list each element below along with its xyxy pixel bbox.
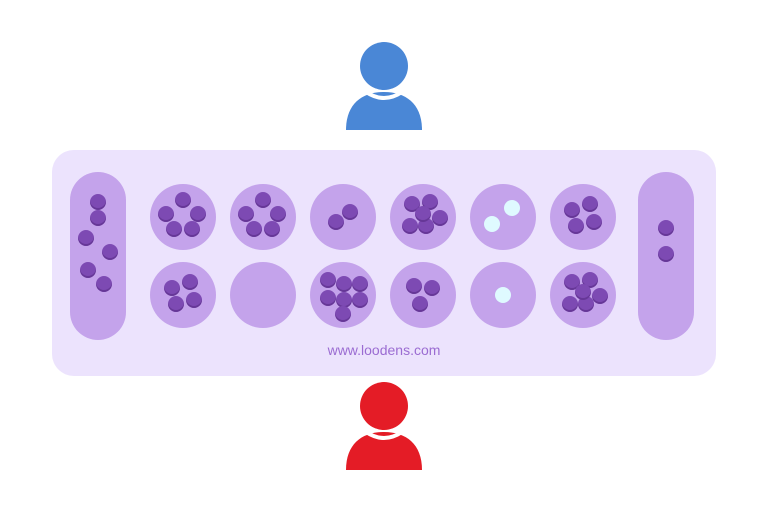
bottom-pit-2[interactable] bbox=[230, 262, 296, 328]
pit-seed bbox=[336, 276, 352, 292]
pit-light-seed bbox=[504, 200, 520, 216]
pit-seed bbox=[406, 278, 422, 294]
left-store-seed bbox=[90, 210, 106, 226]
right-store[interactable] bbox=[638, 172, 694, 340]
pit-seed bbox=[335, 306, 351, 322]
bottom-pit-5[interactable] bbox=[470, 262, 536, 328]
pit-seed bbox=[412, 296, 428, 312]
pit-seed bbox=[352, 292, 368, 308]
bottom-player-head bbox=[360, 382, 408, 430]
top-pit-6[interactable] bbox=[550, 184, 616, 250]
site-watermark: www.loodens.com bbox=[327, 342, 441, 358]
pit-seed bbox=[328, 214, 344, 230]
pit-light-seed bbox=[484, 216, 500, 232]
top-player-head bbox=[360, 42, 408, 90]
pit-seed bbox=[190, 206, 206, 222]
pit-seed bbox=[564, 202, 580, 218]
pit-seed bbox=[158, 206, 174, 222]
pit-seed bbox=[415, 206, 431, 222]
pit-seed bbox=[270, 206, 286, 222]
top-pit-1[interactable] bbox=[150, 184, 216, 250]
pit-seed bbox=[255, 192, 271, 208]
right-store-seed bbox=[658, 246, 674, 262]
left-store-seed bbox=[90, 194, 106, 210]
pit-seed bbox=[175, 192, 191, 208]
top-player-body bbox=[346, 92, 422, 130]
bottom-pit-3[interactable] bbox=[310, 262, 376, 328]
left-store-seed bbox=[96, 276, 112, 292]
bottom-player-collar bbox=[364, 430, 404, 440]
pit-seed bbox=[424, 280, 440, 296]
pit-seed bbox=[264, 221, 280, 237]
pit-seed bbox=[182, 274, 198, 290]
bottom-pit-1[interactable] bbox=[150, 262, 216, 328]
bottom-player-avatar bbox=[346, 382, 422, 470]
top-pit-4[interactable] bbox=[390, 184, 456, 250]
pit-seed bbox=[562, 296, 578, 312]
bottom-player-body bbox=[346, 432, 422, 470]
left-store-seed bbox=[102, 244, 118, 260]
top-player-avatar bbox=[346, 42, 422, 130]
left-store-seed bbox=[78, 230, 94, 246]
pit-seed bbox=[320, 272, 336, 288]
pit-seed bbox=[418, 218, 434, 234]
pit-seed bbox=[238, 206, 254, 222]
pit-seed bbox=[352, 276, 368, 292]
pit-seed bbox=[432, 210, 448, 226]
right-store-seed bbox=[658, 220, 674, 236]
bottom-pit-6[interactable] bbox=[550, 262, 616, 328]
pit-seed bbox=[592, 288, 608, 304]
pit-seed bbox=[184, 221, 200, 237]
pit-seed bbox=[320, 290, 336, 306]
top-pit-3[interactable] bbox=[310, 184, 376, 250]
left-store[interactable] bbox=[70, 172, 126, 340]
pit-seed bbox=[575, 284, 591, 300]
top-player-collar bbox=[364, 90, 404, 100]
pit-seed bbox=[342, 204, 358, 220]
mancala-board: www.loodens.com bbox=[52, 150, 716, 376]
pit-seed bbox=[186, 292, 202, 308]
left-store-seed bbox=[80, 262, 96, 278]
pit-seed bbox=[402, 218, 418, 234]
top-pit-2[interactable] bbox=[230, 184, 296, 250]
pit-seed bbox=[168, 296, 184, 312]
pit-seed bbox=[578, 296, 594, 312]
top-pit-5[interactable] bbox=[470, 184, 536, 250]
pit-seed bbox=[166, 221, 182, 237]
pit-seed bbox=[586, 214, 602, 230]
pit-seed bbox=[568, 218, 584, 234]
pit-light-seed bbox=[495, 287, 511, 303]
pit-seed bbox=[336, 292, 352, 308]
bottom-pit-4[interactable] bbox=[390, 262, 456, 328]
pit-seed bbox=[246, 221, 262, 237]
pit-seed bbox=[582, 196, 598, 212]
pit-seed bbox=[164, 280, 180, 296]
